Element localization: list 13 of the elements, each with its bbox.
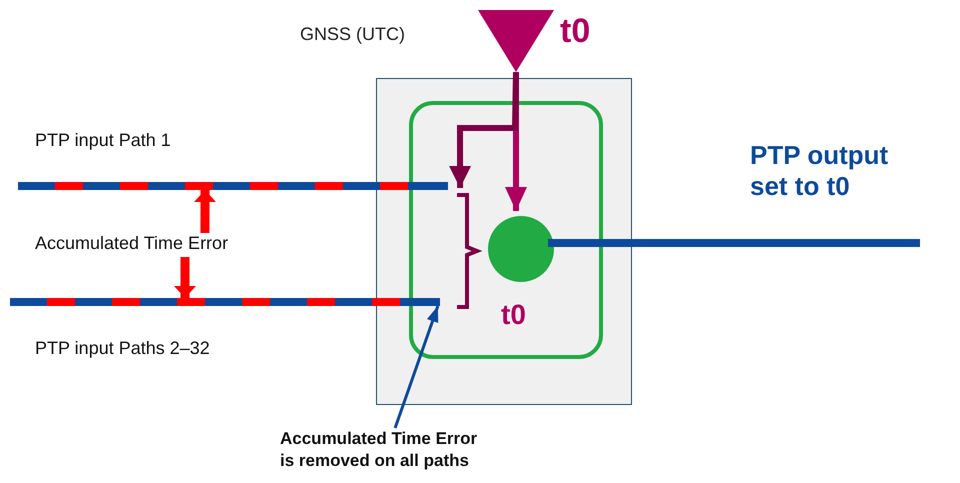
annotation: Accumulated Time Error is removed on all paths bbox=[280, 428, 492, 476]
time-label: t0 bbox=[560, 12, 590, 51]
time-label: t0 bbox=[501, 299, 526, 331]
device-panel bbox=[376, 78, 632, 405]
path-label: PTP input Path 1 bbox=[35, 130, 171, 151]
gnss-label: GNSS (UTC) bbox=[300, 24, 405, 45]
arrow bbox=[449, 72, 519, 188]
annotation: Accumulated Time Error bbox=[35, 233, 275, 257]
arrow bbox=[394, 306, 440, 428]
path-label: PTP input Paths 2–32 bbox=[35, 338, 210, 359]
output-label: PTP output set to t0 bbox=[750, 140, 890, 202]
arrow bbox=[194, 190, 216, 234]
arrow bbox=[174, 257, 196, 298]
